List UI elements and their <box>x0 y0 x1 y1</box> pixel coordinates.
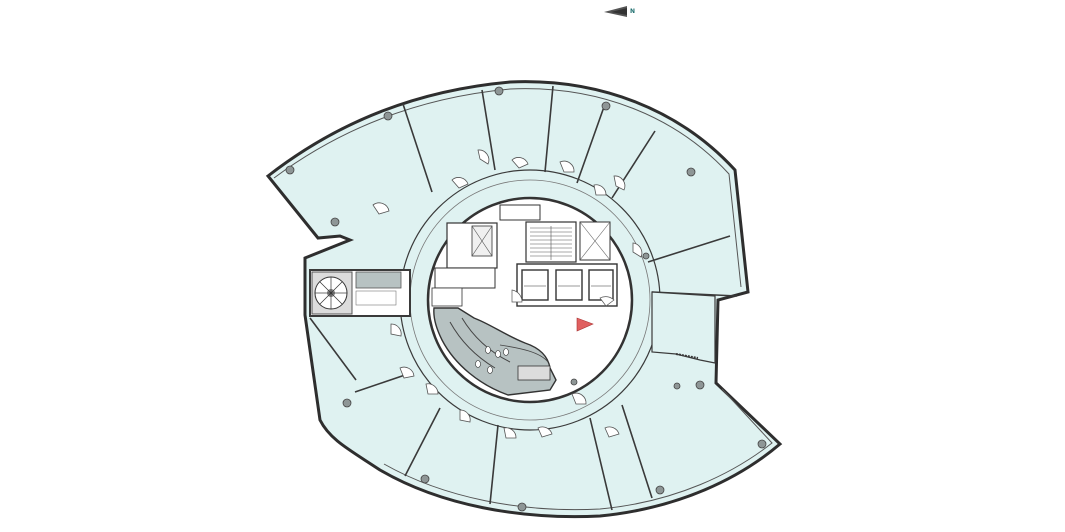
north-label: N <box>630 8 635 15</box>
washroom-block <box>433 307 557 396</box>
position-marker-icon <box>576 317 594 332</box>
east-annex <box>651 291 716 364</box>
core-stair <box>525 221 577 263</box>
west-stair-tower <box>309 269 411 317</box>
elevator-2 <box>555 269 583 301</box>
north-arrow-icon: N <box>604 6 635 17</box>
elevator-1 <box>521 269 549 301</box>
structural-columns <box>285 86 767 512</box>
elevator-3 <box>588 269 614 301</box>
building-core <box>431 204 618 396</box>
room-partitions <box>309 85 738 511</box>
spiral-stair-icon <box>314 276 348 310</box>
